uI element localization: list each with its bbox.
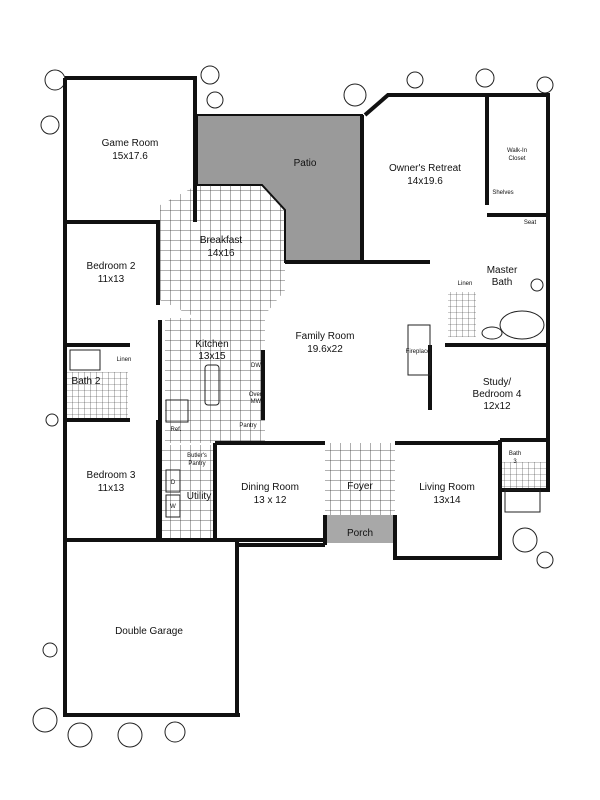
breakfast-size: 14x16 — [207, 248, 235, 259]
dining-room-label: Dining Room — [241, 482, 299, 493]
study-label: Study/ — [483, 377, 512, 388]
breakfast-floor — [160, 185, 285, 318]
family-room-size: 19.6x22 — [307, 344, 343, 355]
seat-label: Seat — [524, 220, 537, 226]
bath3-label-2: 3 — [513, 459, 517, 465]
mw-label: MW — [251, 399, 262, 405]
oven-label: Oven — [249, 392, 263, 398]
ref-label: Ref. — [170, 427, 181, 433]
porch-label: Porch — [347, 528, 373, 539]
bedroom3-size: 11x13 — [98, 483, 125, 494]
bedroom3-label: Bedroom 3 — [87, 470, 136, 481]
owners-retreat-label: Owner's Retreat — [389, 163, 461, 174]
game-room-size: 15x17.6 — [112, 151, 148, 162]
kitchen-size: 13x15 — [198, 351, 226, 362]
walls — [63, 76, 550, 717]
study-label-2: Bedroom 4 — [473, 389, 522, 400]
foyer-label: Foyer — [347, 481, 373, 492]
walk-in-closet-label-2: Closet — [508, 156, 525, 162]
utility-label: Utility — [187, 491, 211, 502]
fixtures — [69, 278, 545, 518]
landscaping — [32, 65, 554, 748]
porch-floor — [325, 515, 395, 543]
bath2-label: Bath 2 — [72, 376, 101, 387]
master-bath-label: Master — [487, 265, 518, 276]
shelves-label: Shelves — [492, 190, 513, 196]
dining-room-size: 13 x 12 — [254, 495, 287, 506]
kitchen-label: Kitchen — [195, 339, 228, 350]
dw-label: DW — [251, 363, 261, 369]
butlers-pantry-label: Butler's — [187, 453, 207, 459]
master-linen-label: Linen — [458, 281, 473, 287]
patio-label: Patio — [294, 158, 317, 169]
living-room-size: 13x14 — [433, 495, 461, 506]
dryer-label: D — [171, 480, 176, 486]
bath2-floor — [66, 372, 128, 420]
study-size: 12x12 — [483, 401, 511, 412]
butlers-pantry-label-2: Pantry — [188, 461, 205, 467]
bath3-floor — [502, 462, 546, 488]
owners-retreat-size: 14x19.6 — [407, 176, 443, 187]
bath3-label: Bath — [509, 451, 521, 457]
game-room-label: Game Room — [102, 138, 159, 149]
breakfast-label: Breakfast — [200, 235, 242, 246]
master-wc-floor — [448, 292, 476, 337]
walk-in-closet-label: Walk-In — [507, 148, 527, 154]
foyer-floor — [325, 443, 395, 515]
bedroom2-size: 11x13 — [98, 274, 125, 285]
linen-label: Linen — [117, 357, 132, 363]
living-room-label: Living Room — [419, 482, 475, 493]
pantry-label: Pantry — [239, 423, 256, 429]
washer-label: W — [170, 504, 176, 510]
master-bath-label-2: Bath — [492, 277, 513, 288]
family-room-label: Family Room — [296, 331, 355, 342]
bedroom2-label: Bedroom 2 — [87, 261, 136, 272]
double-garage-label: Double Garage — [115, 626, 183, 637]
fireplace-label: Fireplace — [406, 349, 431, 355]
